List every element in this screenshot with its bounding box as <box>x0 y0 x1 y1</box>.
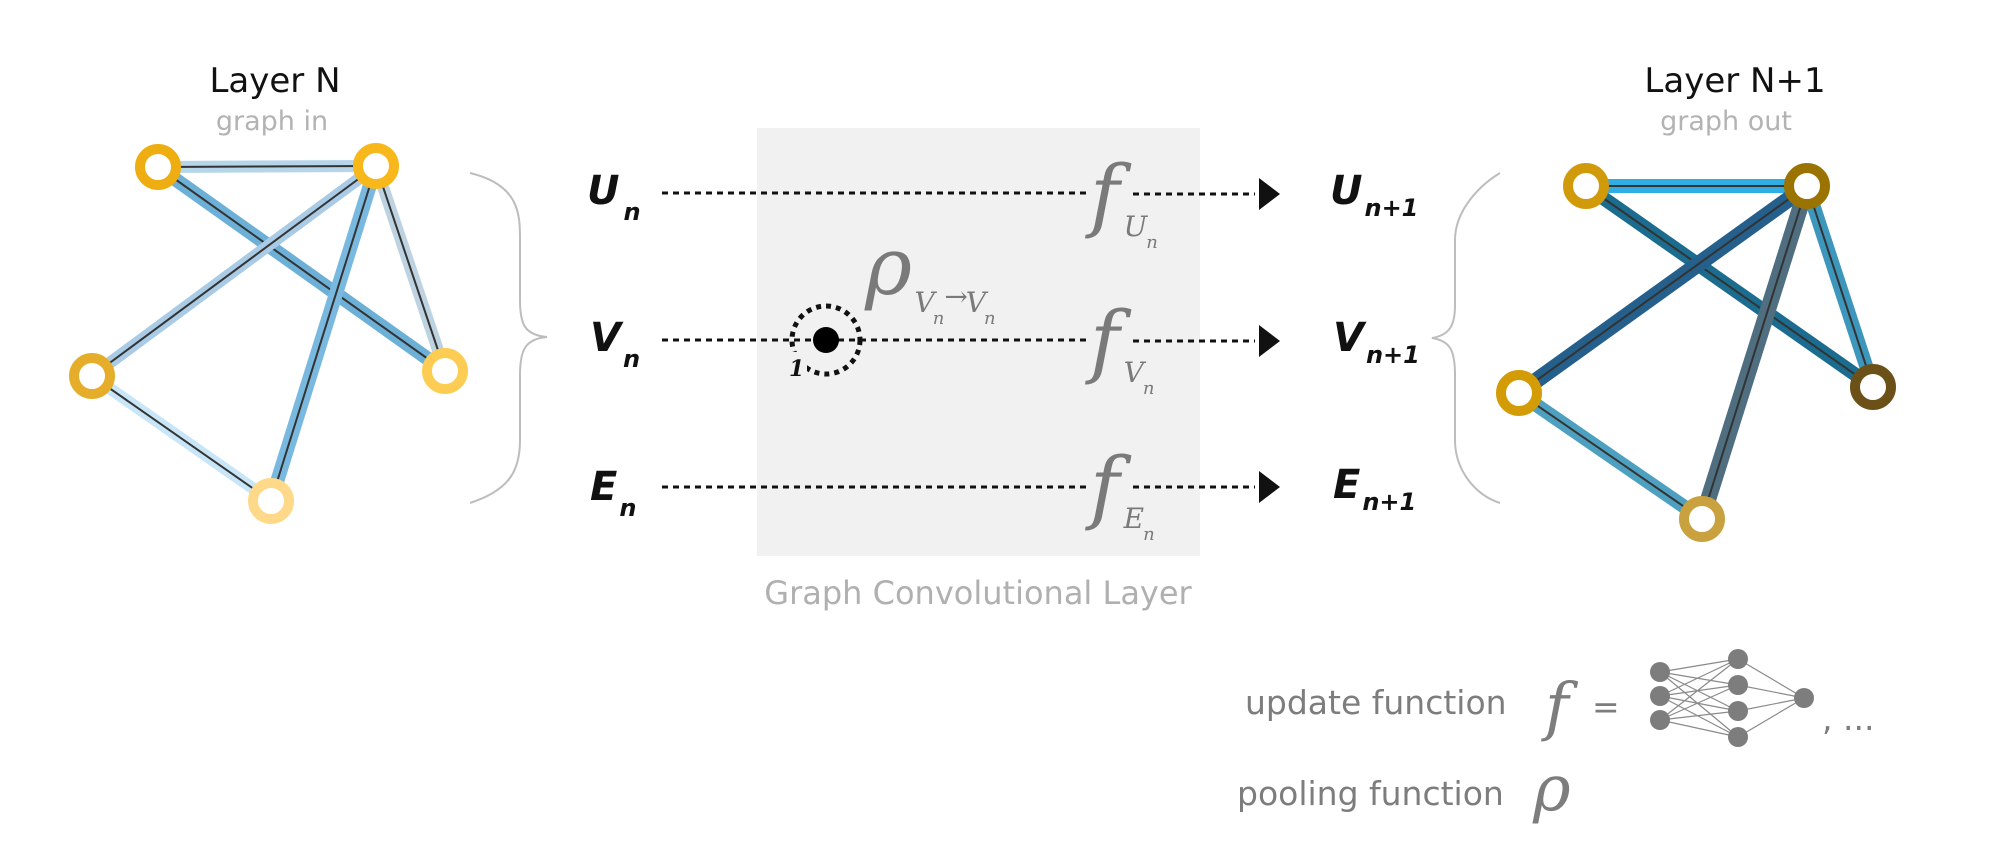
mlp-connection <box>1659 684 1739 721</box>
input-e-label: En <box>590 464 636 522</box>
update-function-legend-label: update function <box>1245 683 1507 722</box>
mlp-connection <box>1659 695 1739 712</box>
left-graph-edge-core-e12 <box>91 165 377 377</box>
right-graph-edge-core-e12 <box>1518 185 1808 394</box>
mlp-connection <box>1659 671 1739 738</box>
mlp-connection <box>1659 710 1739 721</box>
equals-sign: = <box>1592 687 1620 726</box>
left-graph-edge-core-e13 <box>270 165 377 502</box>
output-labels: Un+1 Vn+1 En+1 <box>1330 168 1420 516</box>
legend: update function f = , ... pooling functi… <box>1237 649 1874 826</box>
left-brace <box>469 172 548 504</box>
left-graph-edge-core-e04 <box>157 166 446 372</box>
right-brace <box>1431 172 1501 504</box>
update-function-legend-symbol: f <box>1541 670 1579 744</box>
right-graph-subtitle: graph out <box>1660 106 1792 137</box>
right-graph-node-0 <box>1563 163 1609 209</box>
left-graph-node-0 <box>135 144 181 190</box>
pooling-neighborhood: 1 <box>785 303 863 382</box>
input-v-label: Vn <box>590 315 640 373</box>
mlp-connection <box>1659 684 1739 697</box>
output-u-label: Un+1 <box>1330 168 1418 222</box>
left-graph-node-4 <box>422 348 468 394</box>
arrowhead-e <box>1259 471 1280 503</box>
mlp-connection <box>1659 671 1739 712</box>
pooling-function-legend-symbol: ρ <box>1532 752 1571 826</box>
mlp-connection <box>1659 671 1739 686</box>
mlp-neuron <box>1728 701 1748 721</box>
left-graph-edge-core-e14 <box>375 165 446 372</box>
right-graph-edge-core-e13 <box>1701 185 1808 520</box>
mlp-connection <box>1659 658 1739 673</box>
right-graph-edge-core-e04 <box>1585 185 1874 388</box>
mlp-connection <box>1737 697 1805 712</box>
mlp-neuron <box>1650 710 1670 730</box>
legend-ellipsis: , ... <box>1822 699 1874 738</box>
mlp-connection <box>1737 658 1805 699</box>
right-graph-title: Layer N+1 <box>1644 61 1825 101</box>
mlp-connection <box>1737 697 1805 738</box>
pooling-function-legend-label: pooling function <box>1237 774 1504 813</box>
left-graph-subtitle: graph in <box>216 106 328 137</box>
right-graph-edge-core-e23 <box>1518 392 1703 520</box>
pooling-neighborhood-ring <box>789 303 863 377</box>
arrowhead-v <box>1259 325 1280 357</box>
mlp-connection <box>1659 658 1739 721</box>
arrowhead-u <box>1259 178 1280 210</box>
output-e-label: En+1 <box>1333 462 1416 516</box>
mlp-neuron <box>1650 662 1670 682</box>
right-graph-edge-core-e14 <box>1806 185 1874 388</box>
left-graph-node-3 <box>248 478 294 524</box>
neighborhood-size-label: 1 <box>789 356 804 382</box>
mlp-connection <box>1659 658 1739 697</box>
left-graph-node-1 <box>353 143 399 189</box>
left-graph-node-2 <box>69 353 115 399</box>
right-graph-node-3 <box>1679 496 1725 542</box>
right-graph-node-2 <box>1496 370 1542 416</box>
left-graph-edge-core-e01 <box>157 165 377 168</box>
mlp-connection <box>1659 695 1739 738</box>
left-graph-title: Layer N <box>209 61 340 101</box>
right-graph-node-1 <box>1784 163 1830 209</box>
mlp-network-icon <box>1650 649 1814 747</box>
mlp-connection <box>1737 684 1805 699</box>
output-v-label: Vn+1 <box>1333 315 1420 369</box>
flow-lines <box>662 178 1280 503</box>
mlp-neuron <box>1728 727 1748 747</box>
mlp-neuron <box>1794 688 1814 708</box>
layer-box-label: Graph Convolutional Layer <box>764 574 1192 612</box>
mlp-neuron <box>1728 675 1748 695</box>
left-graph: Layer N graph in <box>69 61 468 524</box>
right-graph-node-4 <box>1850 364 1896 410</box>
mlp-neuron <box>1650 686 1670 706</box>
mlp-neuron <box>1728 649 1748 669</box>
mlp-connection <box>1659 719 1739 738</box>
right-graph: Layer N+1 graph out <box>1496 61 1896 542</box>
left-graph-edge-core-e23 <box>91 375 272 502</box>
pooling-symbol: ρ Vn→Vn <box>864 220 996 329</box>
node-dot <box>813 327 839 353</box>
